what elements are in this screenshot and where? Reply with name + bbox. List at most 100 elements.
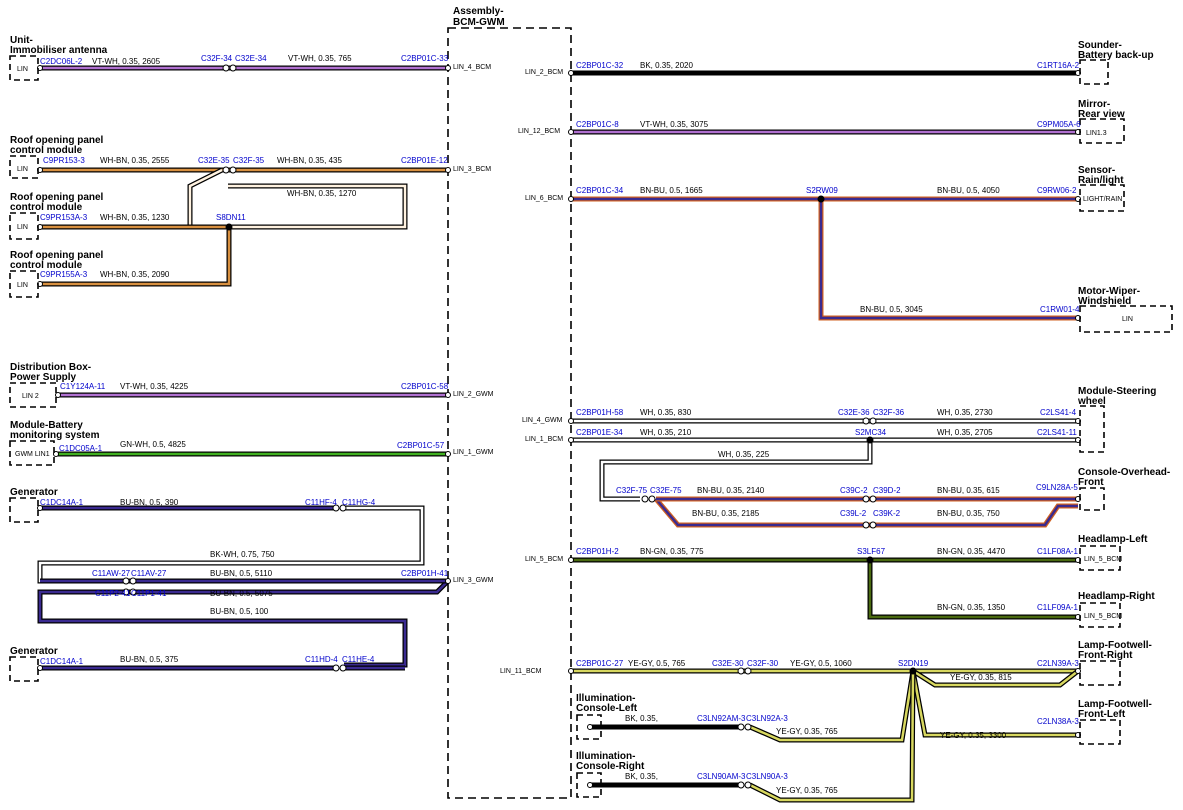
connector-id: C1DC14A-1 — [40, 498, 84, 507]
connector-id: C3LN90AM-3 — [697, 772, 746, 781]
wire-label: BN-GN, 0.35, 4470 — [937, 547, 1006, 556]
wire-label: YE-GY, 0.5, 1060 — [790, 659, 852, 668]
pin-label: LIN_3_GWM — [453, 577, 494, 584]
wire-label: WH, 0.35, 210 — [640, 428, 692, 437]
connector-id: C32F-35 — [233, 156, 265, 165]
connector-id: C9PR155A-3 — [40, 270, 88, 279]
connector-id: C1DC14A-1 — [40, 657, 84, 666]
wire-label: BU-BN, 0.5, 100 — [210, 607, 269, 616]
wire-label: WH, 0.35, 225 — [718, 450, 770, 459]
connector-id: C32F-36 — [873, 408, 905, 417]
wire-label: BN-BU, 0.35, 615 — [937, 486, 1000, 495]
wire-label: BN-BU, 0.5, 4050 — [937, 186, 1000, 195]
connector-id: S2DN19 — [898, 659, 929, 668]
connector-id: C1DC05A-1 — [59, 444, 103, 453]
wire-label: YE-GY, 0.35, 765 — [776, 727, 838, 736]
component-title: Lamp-Footwell- — [1078, 699, 1152, 710]
component-title: Rain/light — [1078, 175, 1124, 186]
connector-id: C2BP01C-33 — [401, 54, 449, 63]
wire-label: YE-GY, 0.35, 815 — [950, 673, 1012, 682]
component-title: Console-Left — [576, 703, 638, 714]
component-title: Front — [1078, 477, 1104, 488]
connector-id: C2DC06L-2 — [40, 57, 83, 66]
component-title: Illumination- — [576, 751, 635, 762]
component-title: Motor-Wiper- — [1078, 286, 1140, 297]
wire-label: BN-BU, 0.5, 1665 — [640, 186, 703, 195]
component-title: Headlamp-Left — [1078, 534, 1148, 545]
component-title: Roof opening panel — [10, 135, 104, 146]
splices — [225, 195, 917, 675]
connector-id: C2LN38A-3 — [1037, 717, 1079, 726]
wire-label: BU-BN, 0.5, 5110 — [210, 569, 273, 578]
wire-label: BK, 0.35, — [625, 714, 658, 723]
component-title: Immobiliser antenna — [10, 45, 108, 56]
connector-id: C32F-75 — [616, 486, 648, 495]
connector-id: C2BP01H-2 — [576, 547, 619, 556]
connector-id: C11HE-4 — [342, 655, 375, 664]
wire-label: WH, 0.35, 830 — [640, 408, 692, 417]
wire-label: WH-BN, 0.35, 1270 — [287, 189, 357, 198]
connector-id: C11P1-41 — [131, 589, 167, 598]
component-title: Sounder- — [1078, 40, 1122, 51]
connector-id: C32F-34 — [201, 54, 233, 63]
connector-id: C9PR153-3 — [43, 156, 85, 165]
pin-label: LIN_1_GWM — [453, 449, 494, 456]
wire-label: WH, 0.35, 2705 — [937, 428, 993, 437]
box-label: LIGHT/RAIN — [1083, 196, 1122, 203]
connector-id: C11HF-4 — [305, 498, 337, 507]
component-title: Power Supply — [10, 372, 77, 383]
wire-label: WH-BN, 0.35, 2555 — [100, 156, 170, 165]
pin-label: LIN_1_BCM — [525, 436, 563, 443]
connector-id: C39K-2 — [873, 509, 901, 518]
connector-id: C2BP01E-34 — [576, 428, 623, 437]
wire-label: BN-BU, 0.35, 2140 — [697, 486, 765, 495]
wire-label: BK, 0.35, 2020 — [640, 61, 693, 70]
component-title: control module — [10, 260, 83, 271]
component-title: Console-Right — [576, 761, 645, 772]
wire-label: BN-BU, 0.35, 2185 — [692, 509, 760, 518]
box-label: LIN_5_BCM — [1084, 613, 1122, 620]
module-title-2: BCM-GWM — [453, 17, 505, 28]
box-label: LIN — [17, 66, 28, 73]
connector-id: C3LN90A-3 — [746, 772, 788, 781]
connector-id: S2MC34 — [855, 428, 887, 437]
connector-id: C3LN92A-3 — [746, 714, 788, 723]
connector-labels: C2DC06L-2 C32F-34 C32E-34 C2BP01C-33 C9P… — [40, 54, 1081, 781]
pin-label: LIN_4_BCM — [453, 64, 491, 71]
component-title: Unit- — [10, 35, 33, 46]
pin-label: LIN_12_BCM — [518, 128, 560, 135]
wire-label: BN-BU, 0.35, 750 — [937, 509, 1000, 518]
component-title: Sensor- — [1078, 165, 1115, 176]
connector-id: C11AW-27 — [92, 569, 131, 578]
component-title: Headlamp-Right — [1078, 591, 1155, 602]
left-wires — [37, 65, 450, 671]
box-label: LIN — [17, 224, 28, 231]
connector-id: C1RT16A-2 — [1037, 61, 1080, 70]
connector-id: C2BP01E-12 — [401, 156, 448, 165]
component-title: Distribution Box- — [10, 362, 91, 373]
splice-dot — [866, 436, 874, 444]
connector-id: C2LN39A-3 — [1037, 659, 1079, 668]
connector-id: C1RW01-4 — [1040, 305, 1080, 314]
connector-id: C11P2-41 — [95, 589, 131, 598]
inline-connectors — [122, 64, 877, 789]
wire-label: WH-BN, 0.35, 1230 — [100, 213, 170, 222]
wire-label: YE-GY, 0.35, 765 — [776, 786, 838, 795]
connector-id: C39D-2 — [873, 486, 901, 495]
wire-label: BK-WH, 0.75, 750 — [210, 550, 275, 559]
wire-label: BK, 0.35, — [625, 772, 658, 781]
wire-label: BN-GN, 0.35, 775 — [640, 547, 704, 556]
pin-label: LIN_3_BCM — [453, 166, 491, 173]
wire-label: VT-WH, 0.35, 3075 — [640, 120, 709, 129]
component-title: Console-Overhead- — [1078, 467, 1170, 478]
connector-id: C1Y124A-11 — [60, 382, 106, 391]
component-title: Front-Left — [1078, 709, 1126, 720]
component-titles: Unit- Immobiliser antenna Roof opening p… — [10, 35, 1170, 772]
connector-id: C32E-35 — [198, 156, 230, 165]
connector-id: C2LS41-11 — [1037, 428, 1077, 437]
connector-id: S2RW09 — [806, 186, 838, 195]
connector-id: C32E-34 — [235, 54, 267, 63]
component-title: Module-Steering — [1078, 386, 1156, 397]
pin-label: LIN_6_BCM — [525, 195, 563, 202]
